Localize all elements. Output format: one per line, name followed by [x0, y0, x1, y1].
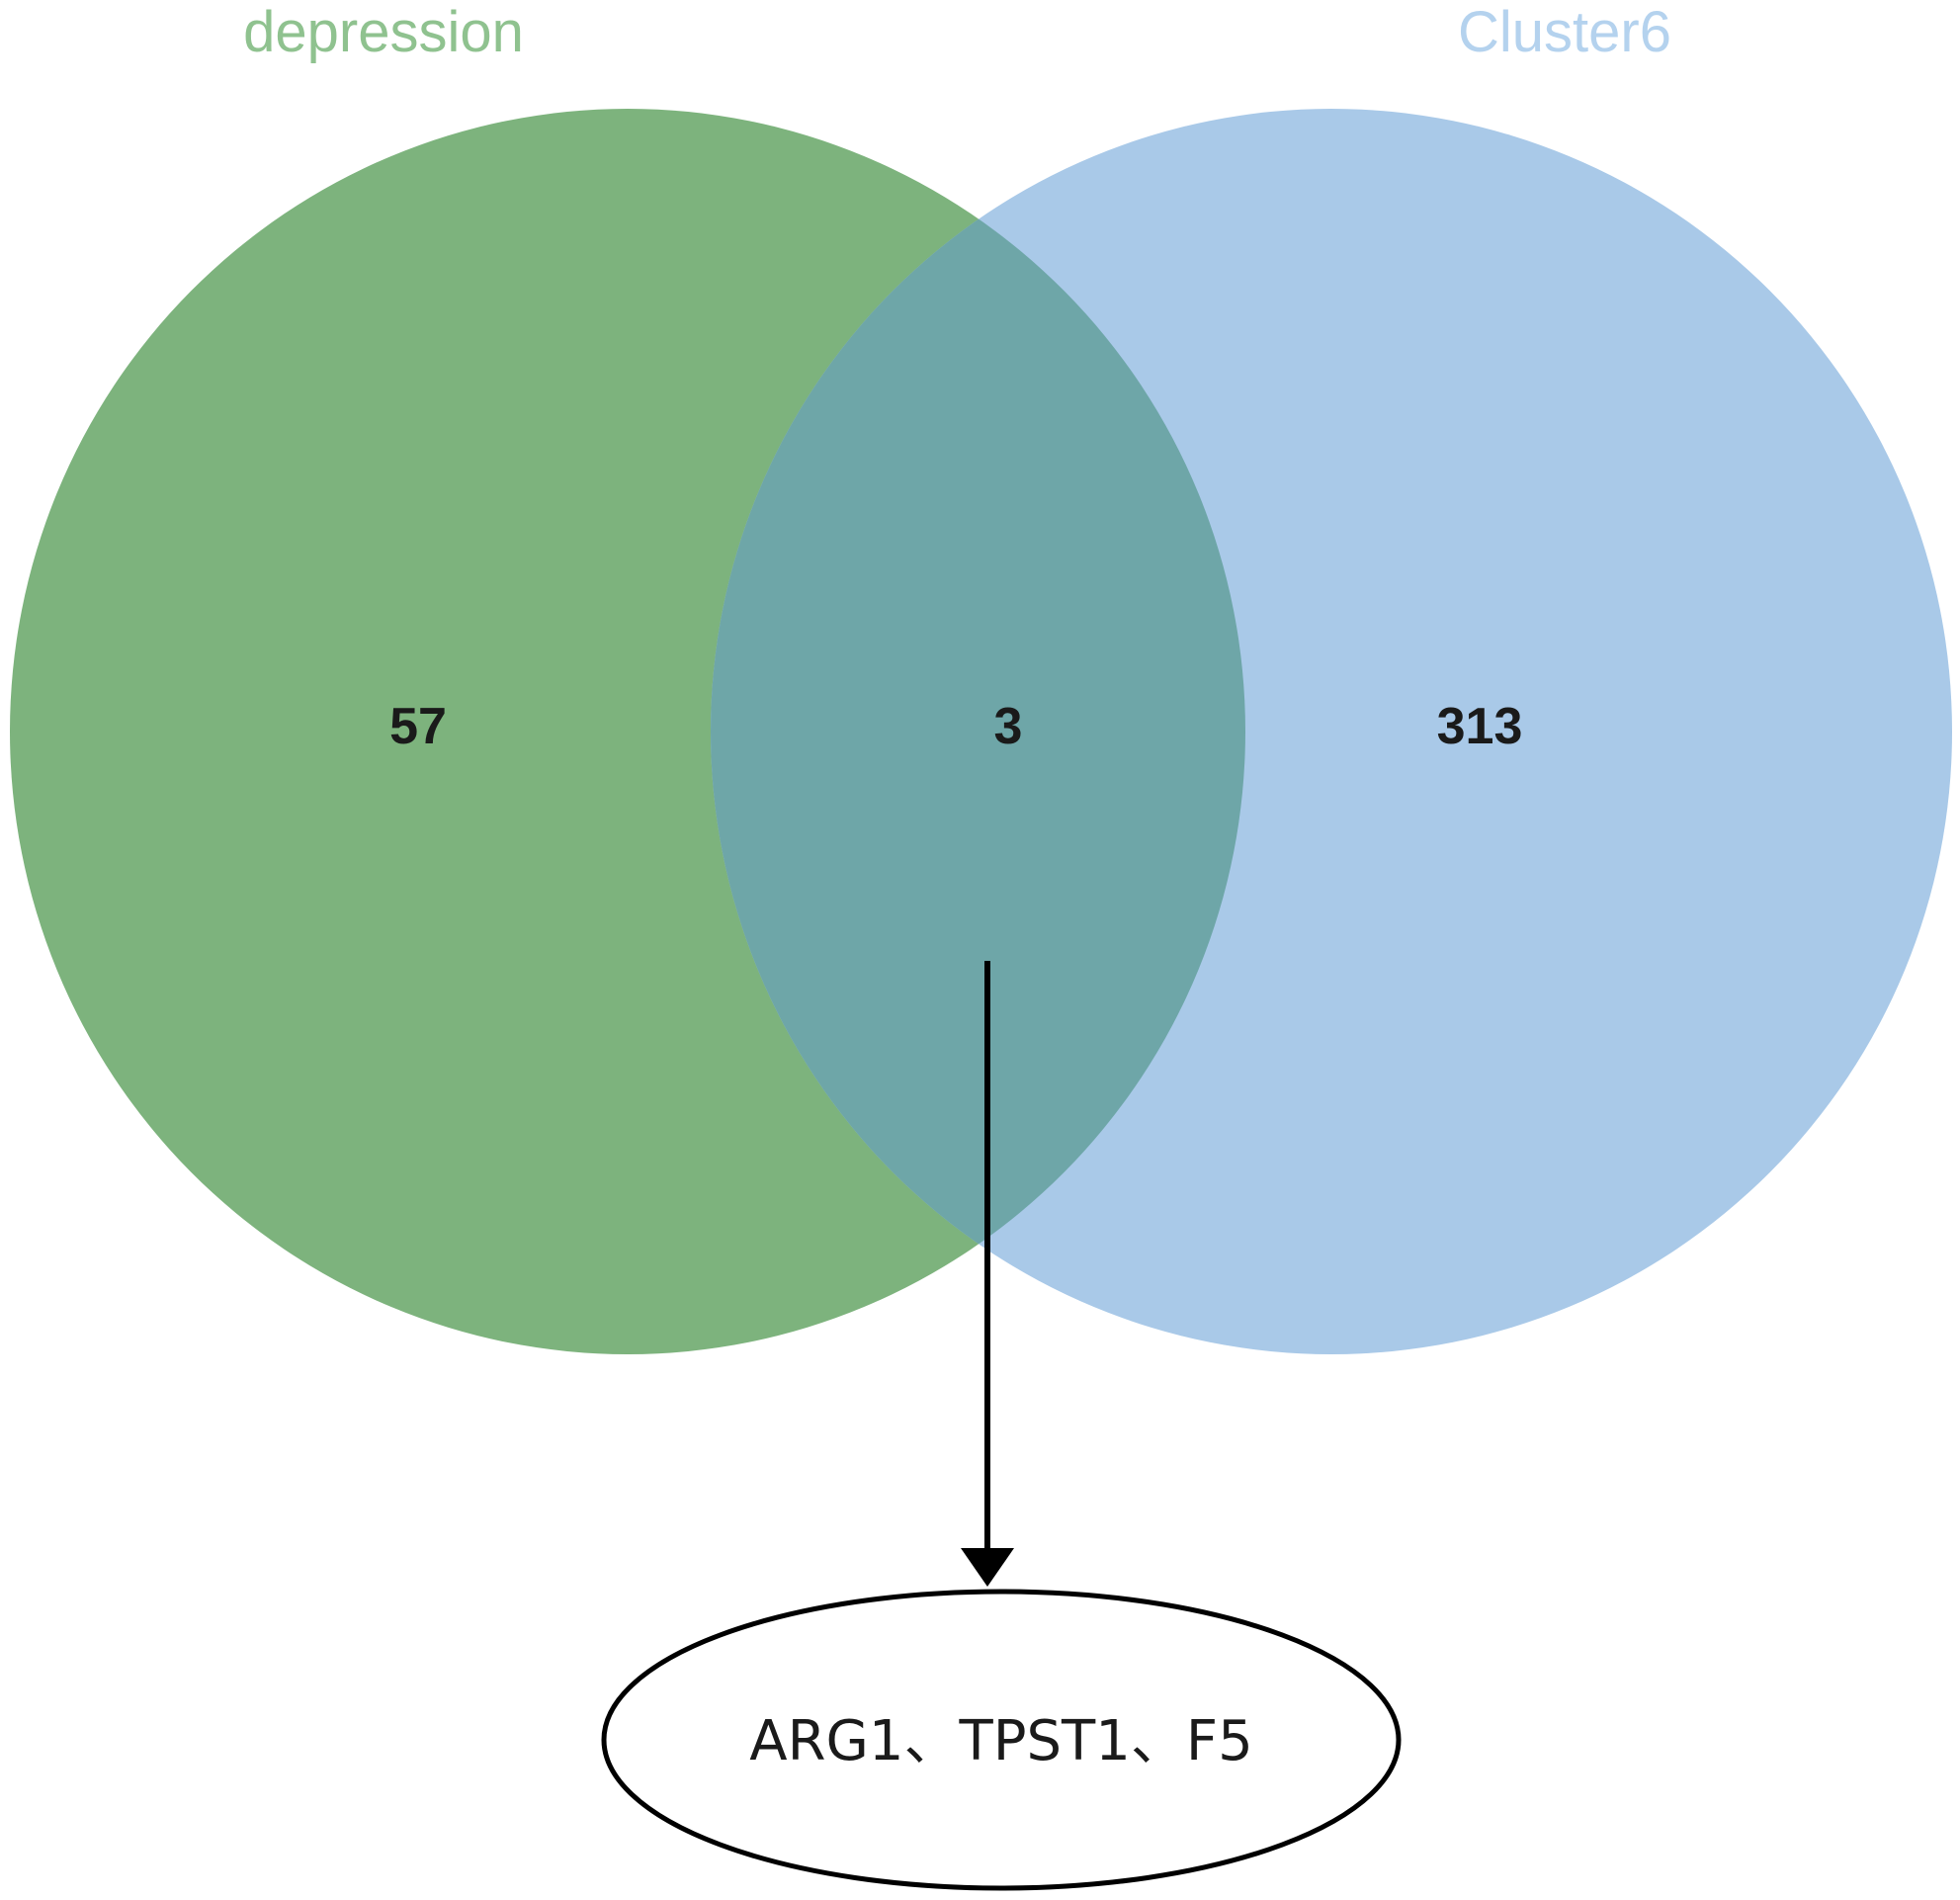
- result-gene-list: ARG1、TPST1、F5: [749, 1709, 1252, 1773]
- count-depression-only: 57: [389, 698, 447, 755]
- set-label-cluster6: Cluster6: [1458, 0, 1671, 64]
- result-ellipse: [601, 1589, 1402, 1891]
- intersection-region: [711, 109, 1245, 1354]
- set-label-depression: depression: [243, 0, 524, 64]
- arrow-head: [961, 1548, 1014, 1587]
- count-cluster6-only: 313: [1437, 698, 1523, 755]
- count-intersection: 3: [994, 698, 1023, 755]
